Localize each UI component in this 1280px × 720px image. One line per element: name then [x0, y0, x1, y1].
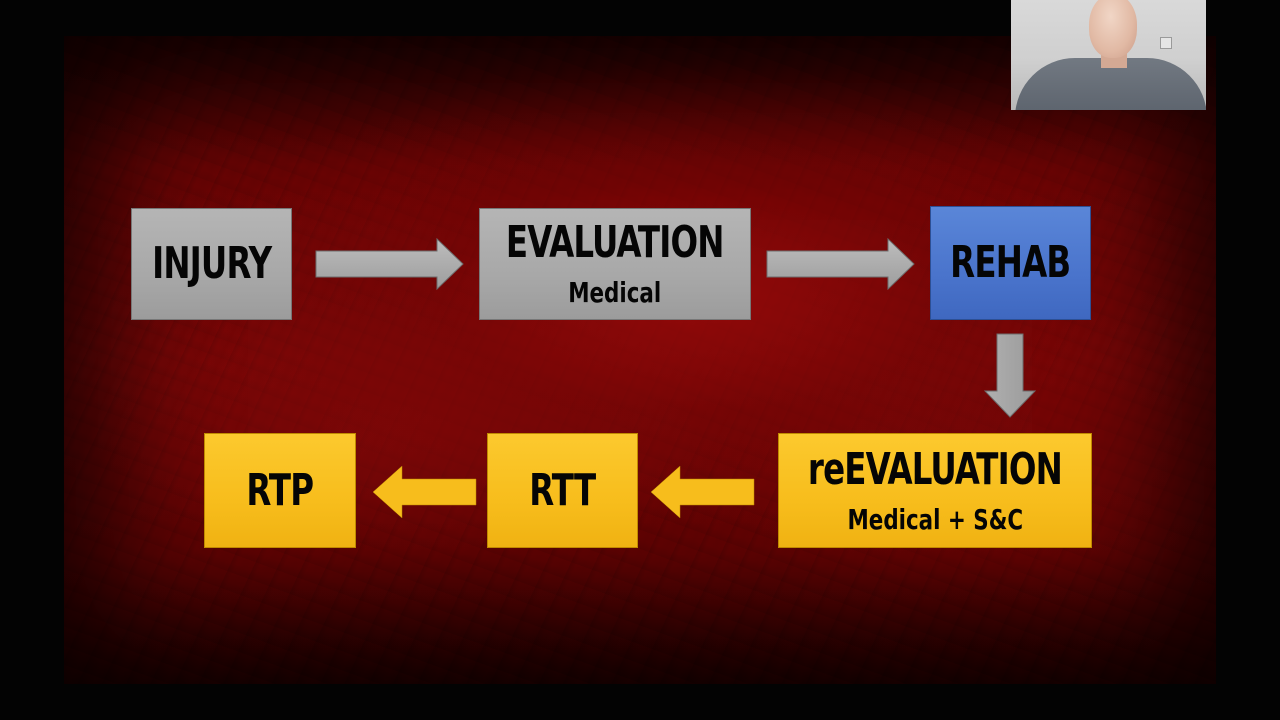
slide — [64, 36, 1216, 684]
wall-switch — [1160, 37, 1172, 49]
rehab-label: REHAB — [950, 237, 1071, 288]
arrow-left-icon — [372, 465, 477, 519]
rtp-box: RTP — [204, 433, 356, 548]
presenter-head — [1089, 0, 1137, 58]
evaluation-box: EVALUATION Medical — [479, 208, 751, 320]
arrow-left-icon — [650, 465, 755, 519]
reevaluation-sublabel: Medical + S&C — [847, 502, 1023, 536]
arrow-right-icon — [315, 238, 464, 290]
rtp-label: RTP — [246, 464, 315, 516]
injury-box: INJURY — [131, 208, 292, 320]
webcam-feed — [1011, 0, 1206, 110]
rtt-label: RTT — [529, 464, 596, 516]
injury-label: INJURY — [151, 238, 272, 289]
reevaluation-box: reEVALUATION Medical + S&C — [778, 433, 1092, 548]
evaluation-label: EVALUATION — [506, 217, 725, 268]
rehab-box: REHAB — [930, 206, 1091, 320]
arrow-right-icon — [766, 238, 915, 290]
reevaluation-label: reEVALUATION — [807, 443, 1063, 495]
rtt-box: RTT — [487, 433, 638, 548]
arrow-down-icon — [984, 333, 1036, 418]
evaluation-sublabel: Medical — [568, 276, 662, 309]
